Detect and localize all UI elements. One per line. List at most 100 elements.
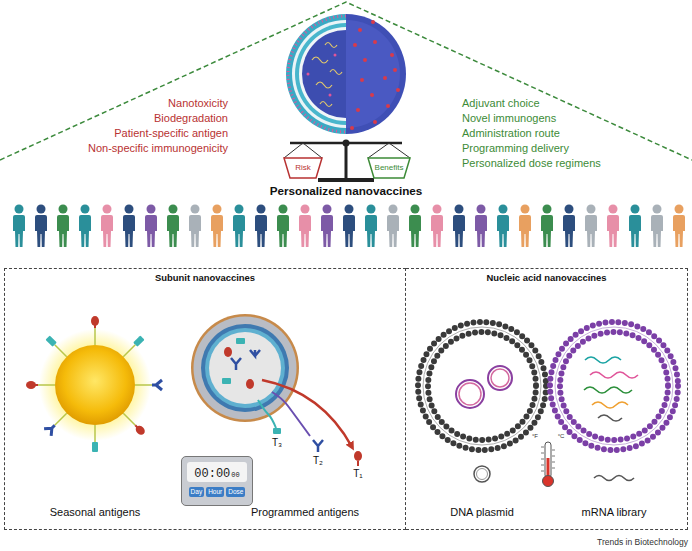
circle-shape bbox=[353, 43, 357, 47]
line-shape bbox=[55, 413, 67, 425]
scale-label: Benefits bbox=[375, 163, 404, 173]
nanoparticle bbox=[286, 14, 406, 134]
use-shape bbox=[651, 205, 663, 248]
timer-button: Hour bbox=[206, 487, 224, 497]
circle-shape bbox=[286, 14, 346, 134]
circle-shape bbox=[302, 30, 346, 118]
circle-shape bbox=[299, 27, 346, 121]
use-shape bbox=[13, 205, 25, 248]
g-shape bbox=[307, 54, 337, 97]
circle-shape bbox=[456, 380, 484, 408]
use-shape bbox=[189, 205, 201, 248]
benefit-text: Novel immunogens bbox=[462, 112, 556, 126]
risk-text: Non-specific immunogenicity bbox=[88, 142, 228, 156]
panel-title: Nucleic acid nanovaccines bbox=[406, 272, 687, 284]
time-label: T₃ bbox=[272, 437, 282, 450]
use-shape bbox=[145, 205, 157, 248]
g-shape bbox=[350, 20, 400, 130]
use-shape bbox=[57, 205, 69, 248]
path-shape bbox=[231, 358, 241, 370]
gold-nanoparticle bbox=[26, 316, 162, 452]
release-capsule bbox=[191, 314, 362, 466]
scale-unit: °F bbox=[532, 433, 538, 441]
panel-box: Subunit nanovaccines 00:0000DayHourDose bbox=[4, 268, 406, 530]
rect-shape bbox=[273, 428, 281, 434]
triangle-outline bbox=[0, 0, 692, 268]
circle-shape bbox=[360, 78, 364, 82]
circle-shape bbox=[477, 469, 488, 480]
path-shape bbox=[541, 447, 555, 471]
path-shape bbox=[284, 158, 322, 178]
rect-shape bbox=[46, 336, 57, 347]
panel-title: Subunit nanovaccines bbox=[5, 272, 405, 284]
path-shape bbox=[368, 158, 410, 178]
path-shape bbox=[590, 372, 638, 378]
circle-shape bbox=[329, 94, 332, 97]
use-shape bbox=[541, 205, 553, 248]
path-shape bbox=[44, 422, 58, 436]
circle-shape bbox=[350, 126, 354, 130]
circle-shape bbox=[459, 383, 481, 405]
circle-shape bbox=[383, 76, 387, 80]
path-shape bbox=[598, 415, 622, 421]
ellipse-shape bbox=[246, 379, 254, 389]
path-shape bbox=[258, 400, 276, 428]
timer-buttons: DayHourDose bbox=[182, 487, 252, 497]
circle-shape bbox=[356, 108, 360, 112]
use-shape bbox=[519, 205, 531, 248]
benefit-text: Programming delivery bbox=[462, 142, 569, 156]
rect-shape bbox=[133, 336, 144, 347]
use-shape bbox=[563, 205, 575, 248]
scale-unit: °C bbox=[558, 433, 565, 441]
g-shape bbox=[91, 316, 99, 345]
g-shape bbox=[584, 357, 638, 421]
time-label: T₂ bbox=[313, 455, 323, 468]
use-shape bbox=[453, 205, 465, 248]
use-shape bbox=[387, 205, 399, 248]
circle-shape bbox=[39, 329, 151, 441]
use-shape bbox=[497, 205, 509, 248]
path-shape bbox=[330, 70, 342, 75]
use-shape bbox=[431, 205, 443, 248]
path-shape bbox=[316, 82, 332, 88]
rect-shape bbox=[236, 338, 245, 344]
scale-label: Risk bbox=[295, 163, 311, 173]
thermometer bbox=[541, 442, 555, 487]
g-shape bbox=[46, 336, 69, 359]
figure-label: DNA plasmid bbox=[450, 506, 514, 520]
circle-shape bbox=[363, 58, 367, 62]
benefit-text: Personalized dose regimens bbox=[462, 157, 601, 171]
circle-shape bbox=[358, 28, 362, 32]
rect-shape bbox=[318, 178, 374, 182]
use-shape bbox=[673, 205, 685, 248]
path-shape bbox=[368, 143, 410, 158]
balance-scale bbox=[284, 140, 410, 183]
rect-shape bbox=[92, 442, 98, 452]
timer-button: Day bbox=[189, 487, 205, 497]
circle-shape bbox=[209, 332, 281, 404]
circle-shape bbox=[295, 23, 346, 125]
circle-shape bbox=[201, 324, 289, 412]
circle-shape bbox=[191, 314, 299, 422]
circle-shape bbox=[346, 14, 406, 134]
time-label: T₁ bbox=[353, 468, 362, 481]
timer-display: 00:0000 bbox=[187, 462, 247, 482]
circle-shape bbox=[386, 104, 390, 108]
figure-label: mRNA library bbox=[582, 506, 647, 520]
use-shape bbox=[585, 205, 597, 248]
people-row bbox=[13, 205, 685, 248]
use-shape bbox=[299, 205, 311, 248]
circle-shape bbox=[423, 327, 541, 445]
ellipse-shape bbox=[26, 381, 36, 389]
circle-shape bbox=[491, 369, 509, 387]
circle-shape bbox=[343, 140, 350, 147]
line-shape bbox=[123, 413, 135, 425]
figure-label: Seasonal antigens bbox=[50, 506, 141, 520]
dashed-outline bbox=[0, 2, 692, 160]
panel-box: Nucleic acid nanovaccines bbox=[406, 268, 688, 530]
risk-text: Nanotoxicity bbox=[168, 97, 228, 111]
circle-shape bbox=[555, 327, 673, 445]
risk-text: Biodegradation bbox=[154, 112, 228, 126]
circle-shape bbox=[560, 332, 668, 440]
g-shape bbox=[121, 336, 144, 359]
